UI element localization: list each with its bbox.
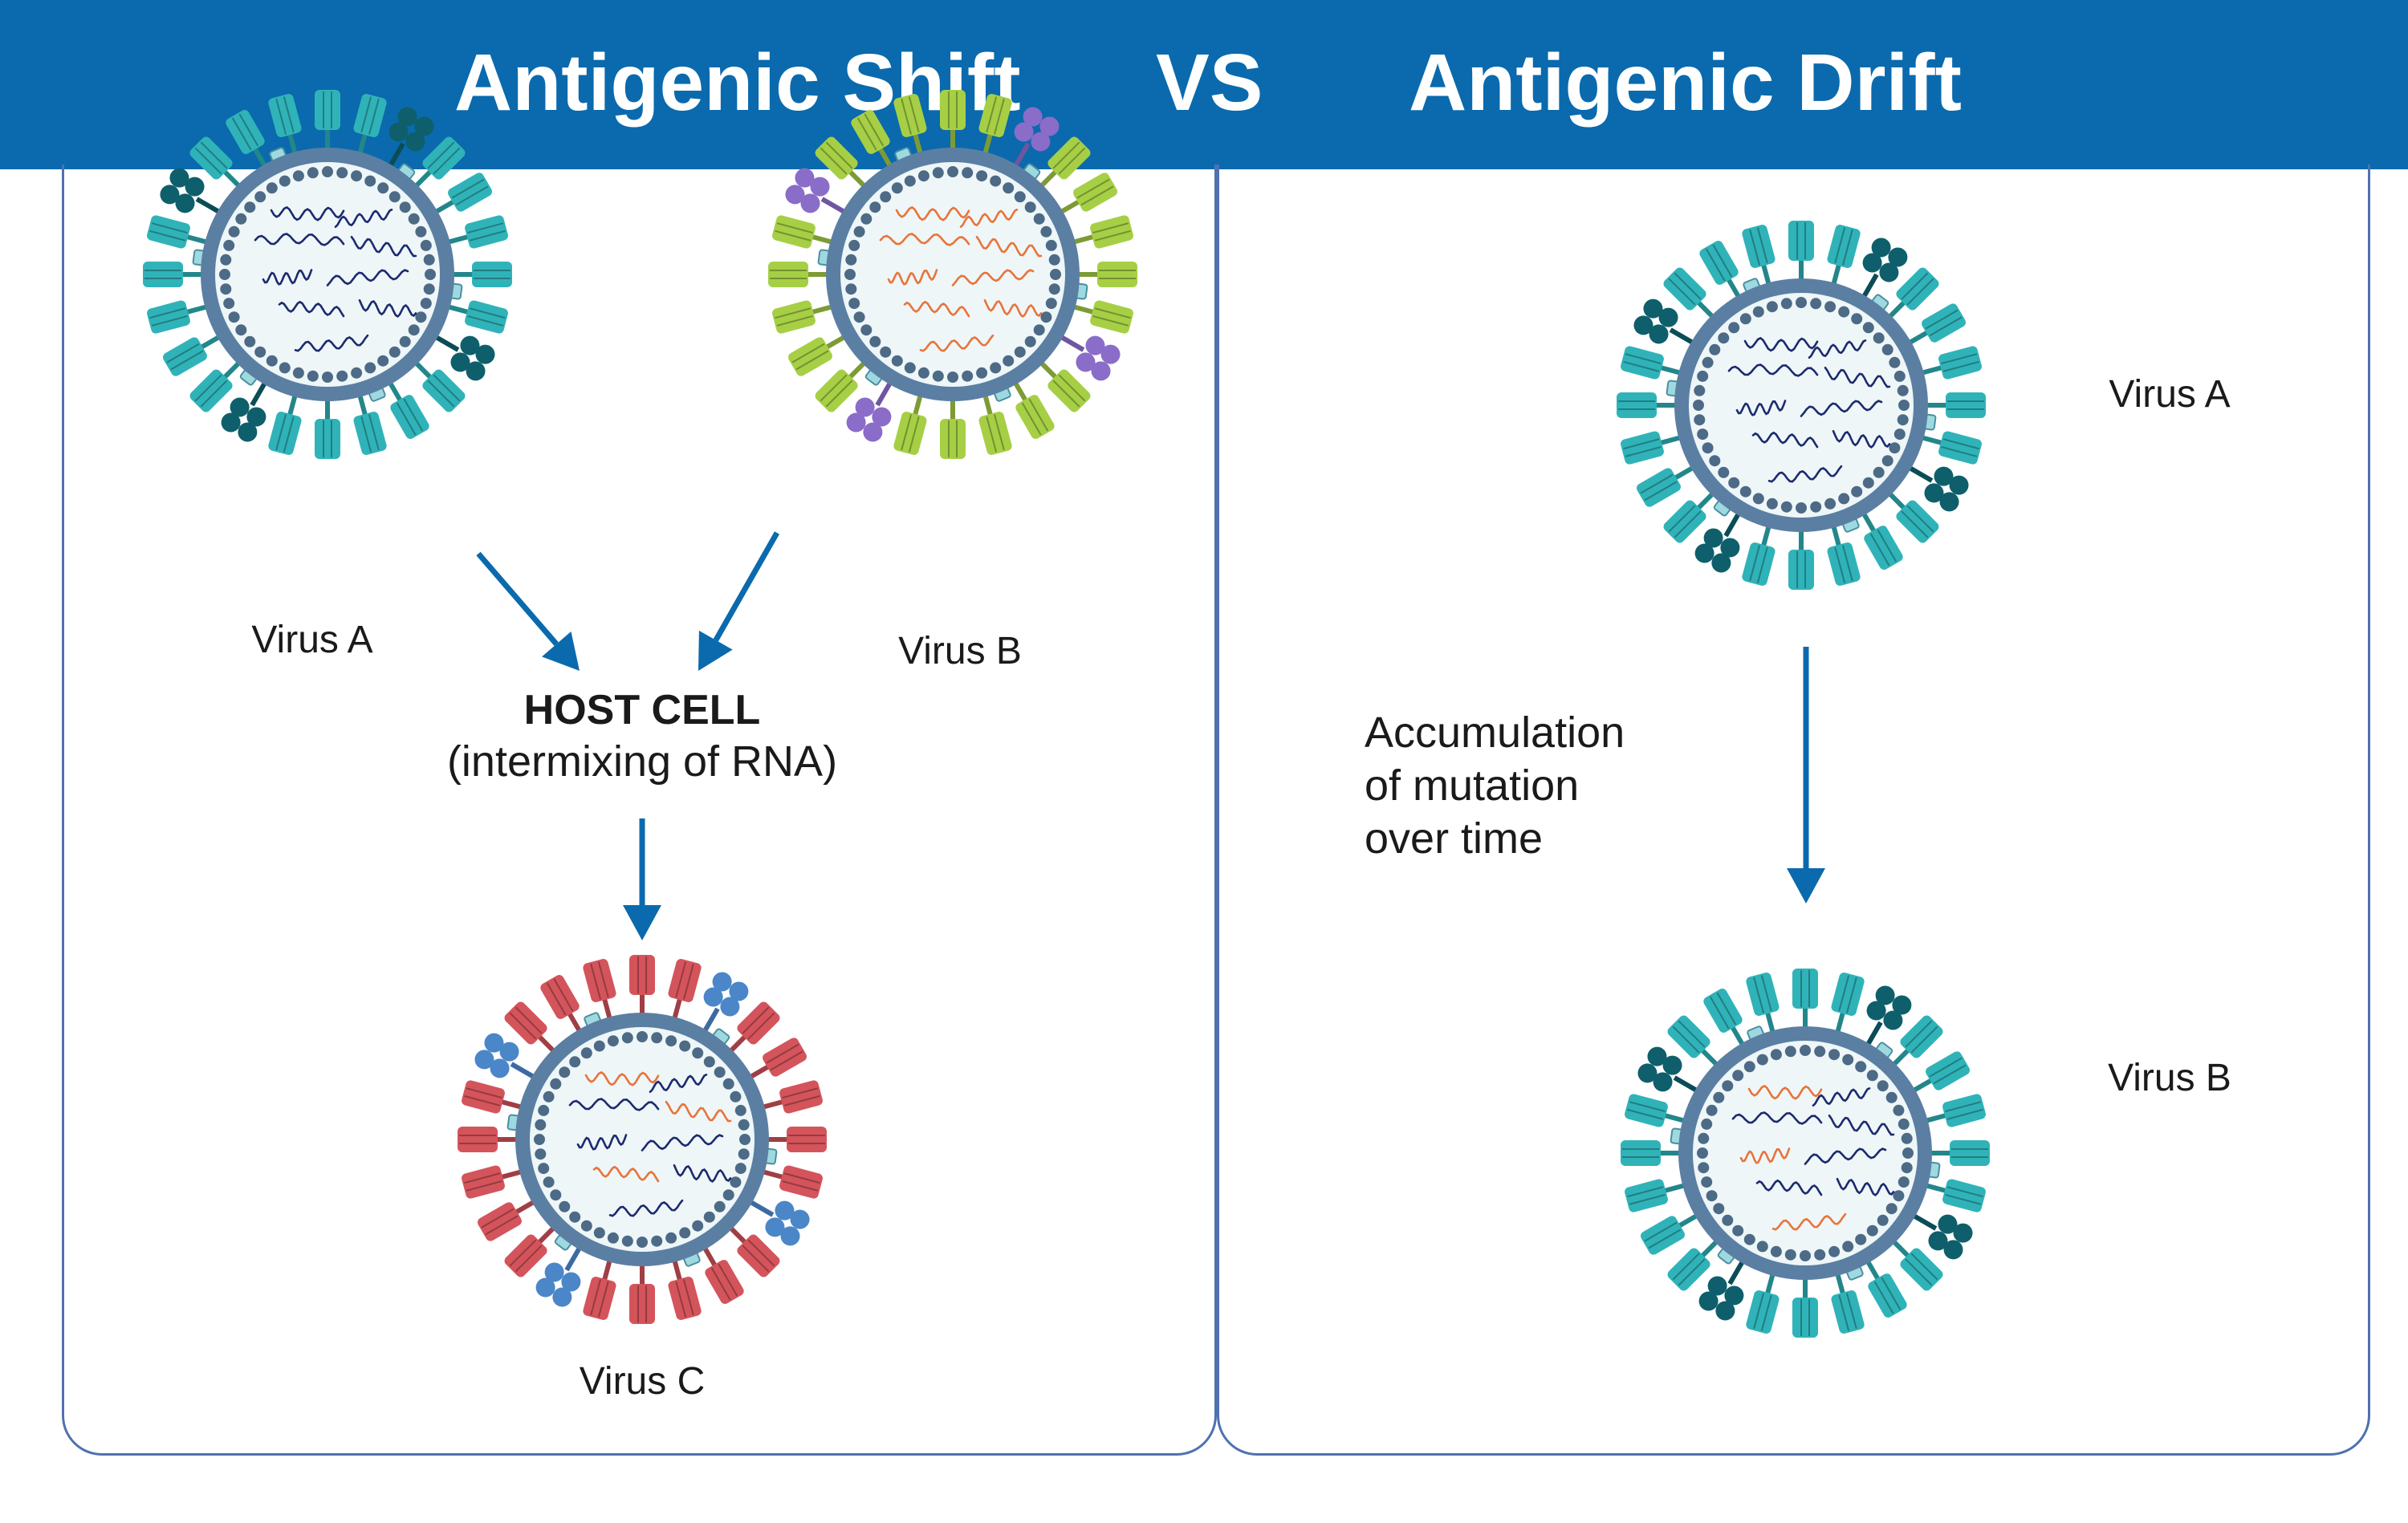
- title-vs: VS: [1156, 38, 1263, 128]
- antigenic-drift-panel: [1217, 164, 2370, 1456]
- shift-virus-b-label: Virus B: [898, 630, 1022, 672]
- drift-virus-b-label: Virus B: [2108, 1057, 2231, 1099]
- host-cell-subtitle: (intermixing of RNA): [446, 737, 838, 786]
- host-cell-title: HOST CELL: [523, 687, 761, 733]
- drift-note-line-2: of mutation: [1365, 762, 1580, 810]
- virus-b-drift: [1621, 969, 1990, 1338]
- virus-b-shift: [768, 90, 1137, 459]
- drift-note-line-1: Accumulation: [1365, 709, 1625, 757]
- virus-a-shift: [143, 90, 512, 459]
- drift-virus-a-label: Virus A: [2109, 373, 2231, 416]
- arrow-virus-a-to-host: [476, 551, 580, 671]
- shift-virus-c-label: Virus C: [579, 1360, 706, 1403]
- shift-virus-a-label: Virus A: [251, 619, 373, 661]
- arrow-virus-b-to-host: [698, 531, 780, 671]
- virus-a-drift: [1617, 221, 1986, 590]
- antigenic-shift-panel: [62, 164, 1217, 1456]
- arrow-host-to-virus-c: [623, 818, 661, 940]
- title-antigenic-shift: Antigenic Shift: [454, 38, 1021, 128]
- arrow-drift-mutation: [1787, 647, 1825, 904]
- drift-note-line-3: over time: [1365, 814, 1544, 863]
- title-antigenic-drift: Antigenic Drift: [1409, 38, 1962, 128]
- virus-c-shift: [458, 955, 827, 1324]
